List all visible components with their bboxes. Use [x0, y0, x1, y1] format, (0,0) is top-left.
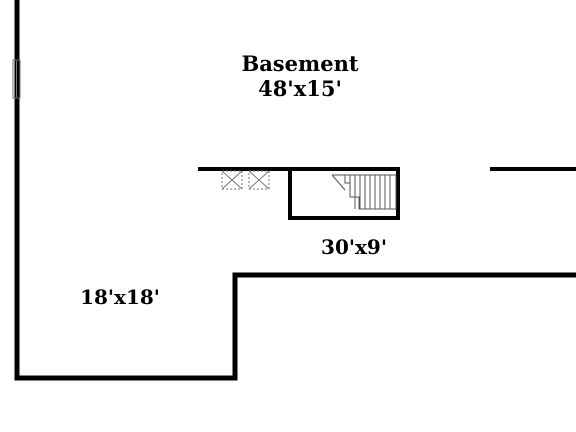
staircase-icon	[331, 174, 397, 210]
room-dimensions-room: 18'x18'	[80, 285, 160, 309]
utility-fixture-left	[221, 170, 243, 190]
room-name-basement: Basement	[241, 51, 359, 76]
room-dimensions-basement: 48'x15'	[258, 76, 342, 101]
stair-enclosure-wall	[288, 169, 400, 220]
room-dimensions-hall: 30'x9'	[321, 235, 387, 259]
utility-fixture-right	[248, 170, 270, 190]
window-icon	[12, 59, 21, 99]
